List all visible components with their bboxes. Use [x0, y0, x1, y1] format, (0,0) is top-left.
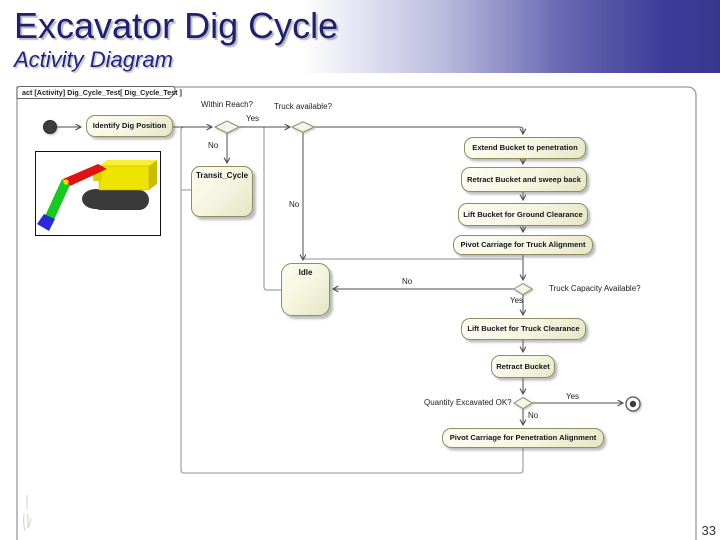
action-idle[interactable]: Idle	[281, 263, 330, 316]
action-retract-bucket-sweep[interactable]: Retract Bucket and sweep back	[461, 167, 587, 192]
guard-within-no: No	[208, 141, 219, 150]
decision-within-reach[interactable]	[213, 120, 241, 134]
label-within-reach: Within Reach?	[200, 100, 254, 109]
activity-frame-border	[16, 86, 697, 540]
slide-subtitle: Activity Diagram	[14, 47, 173, 72]
action-transit-cycle[interactable]: Transit_Cycle	[191, 166, 253, 217]
label-truck-available: Truck available?	[274, 102, 332, 111]
template-watermark	[23, 495, 32, 532]
guard-capacity-no: No	[402, 277, 413, 286]
final-node[interactable]	[625, 396, 641, 412]
action-pivot-carriage-penetration[interactable]: Pivot Carriage for Penetration Alignment	[442, 428, 604, 448]
activity-frame-tab	[16, 86, 176, 99]
frame-tab-label: act [Activity] Dig_Cycle_Test[ Dig_Cycle…	[22, 88, 182, 97]
initial-node[interactable]	[43, 120, 57, 134]
excavator-image-frame	[35, 151, 161, 236]
action-lift-bucket-ground[interactable]: Lift Bucket for Ground Clearance	[458, 203, 588, 226]
guard-quantity-no: No	[528, 411, 539, 420]
decision-truck-available[interactable]	[290, 121, 316, 133]
action-extend-bucket[interactable]: Extend Bucket to penetration	[464, 137, 586, 159]
decision-truck-capacity[interactable]	[513, 282, 533, 296]
action-retract-bucket[interactable]: Retract Bucket	[491, 355, 555, 378]
guard-capacity-yes: Yes	[510, 296, 524, 305]
guard-within-yes: Yes	[246, 114, 260, 123]
header-band: Excavator Dig Cycle Activity Diagram	[0, 0, 720, 73]
label-truck-capacity: Truck Capacity Available?	[549, 284, 641, 293]
page-number: 33	[701, 523, 716, 538]
guard-quantity-yes: Yes	[566, 392, 580, 401]
action-identify-dig-position[interactable]: Identify Dig Position	[86, 115, 173, 137]
decision-quantity-ok[interactable]	[513, 396, 533, 410]
flow-edges	[57, 127, 623, 425]
loop-edges	[180, 126, 524, 474]
label-quantity-ok: Quantity Excavated OK?	[424, 398, 512, 407]
guard-truck-available-no: No	[289, 200, 300, 209]
slide-title: Excavator Dig Cycle	[14, 5, 339, 46]
excavator-illustration	[37, 160, 157, 231]
action-pivot-carriage-truck[interactable]: Pivot Carriage for Truck Alignment	[453, 235, 593, 255]
action-lift-bucket-truck[interactable]: Lift Bucket for Truck Clearance	[461, 318, 586, 340]
